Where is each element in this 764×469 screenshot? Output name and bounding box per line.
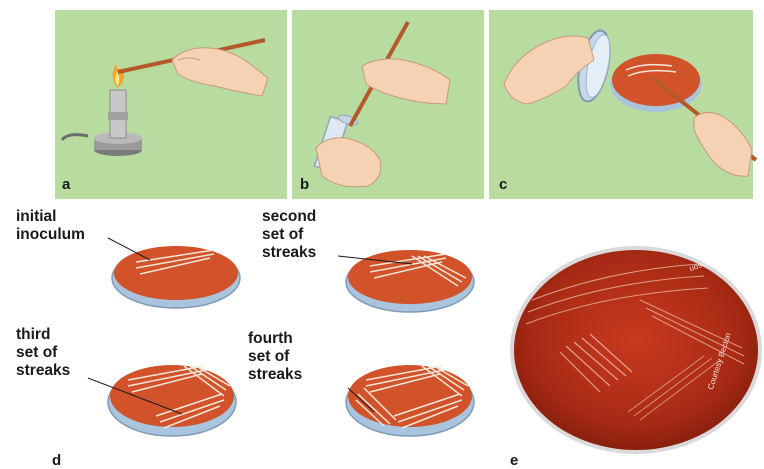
label-fourth-line2: set of xyxy=(248,348,302,366)
panel-label-d: d xyxy=(52,452,61,469)
panel-label-b: b xyxy=(300,176,309,193)
hand-b-lower xyxy=(316,138,381,187)
label-initial-line1: initial xyxy=(16,208,85,226)
label-third-line2: set of xyxy=(16,344,70,362)
plate-initial-inoculum xyxy=(112,246,240,308)
panel-label-e: e xyxy=(510,452,518,469)
plate-third-set xyxy=(108,365,236,436)
plate-fourth-set xyxy=(346,365,474,436)
hand-a xyxy=(172,48,268,96)
label-fourth-line1: fourth xyxy=(248,330,302,348)
panel-label-a: a xyxy=(62,176,70,193)
label-fourth-line3: streaks xyxy=(248,366,302,384)
label-second-line3: streaks xyxy=(262,244,316,262)
label-third-line3: streaks xyxy=(16,362,70,380)
label-initial-inoculum: initial inoculum xyxy=(16,208,85,244)
label-second-set: second set of streaks xyxy=(262,208,316,262)
label-third-line1: third xyxy=(16,326,70,344)
label-initial-line2: inoculum xyxy=(16,226,85,244)
panel-label-c: c xyxy=(499,176,507,193)
bunsen-burner-illustration xyxy=(62,64,142,156)
label-third-set: third set of streaks xyxy=(16,326,70,380)
label-fourth-set: fourth set of streaks xyxy=(248,330,302,384)
hand-c-right xyxy=(694,112,752,176)
label-second-line2: set of xyxy=(262,226,316,244)
hand-b-upper xyxy=(362,59,450,104)
label-second-line1: second xyxy=(262,208,316,226)
